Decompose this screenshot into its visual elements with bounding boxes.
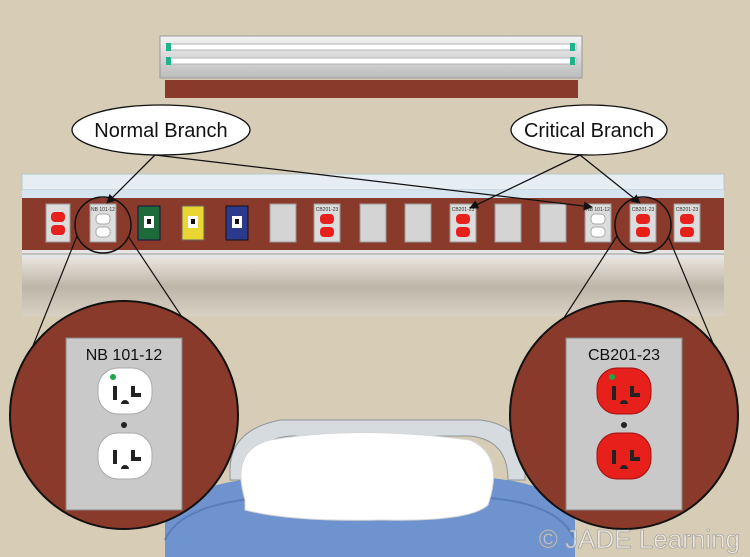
critical-outlet-bottom	[596, 432, 652, 480]
headwall-unit	[21, 173, 725, 316]
normal-zoom-callout: NB 101-12	[9, 300, 239, 530]
small-critical-label-4: CB201-23	[632, 207, 655, 213]
normal-outlet-bottom	[97, 432, 153, 480]
blue-data-jack	[225, 205, 249, 241]
small-critical-receptacle-2: CB201-23	[313, 203, 341, 243]
headwall-devices: NB 101-12 CB201-23	[45, 203, 701, 243]
normal-outlet-top	[97, 367, 153, 415]
pillow	[240, 432, 495, 521]
normal-arrow-left	[106, 154, 156, 204]
small-normal-receptacle-1: NB 101-12	[89, 203, 117, 243]
normal-zoom-label: NB 101-12	[86, 347, 163, 364]
small-critical-label-3: CB201-23	[452, 207, 475, 213]
small-critical-receptacle-5: CB201-23	[673, 203, 701, 243]
normal-branch-callout: Normal Branch	[71, 104, 251, 156]
blank-plate-3	[404, 203, 432, 243]
small-critical-receptacle-1	[45, 203, 71, 243]
critical-highlight-circle	[614, 196, 672, 254]
normal-branch-label: Normal Branch	[94, 120, 227, 142]
blank-plate-4	[494, 203, 522, 243]
critical-arrow-left	[469, 154, 581, 209]
critical-branch-callout: Critical Branch	[510, 104, 668, 156]
critical-zoom-label: CB201-23	[588, 347, 660, 364]
normal-highlight-circle	[74, 196, 132, 254]
hospital-bed	[164, 419, 576, 557]
small-normal-receptacle-2: NB 101-12	[584, 203, 612, 243]
callout-arrows	[106, 154, 641, 211]
critical-outlet-top	[596, 367, 652, 415]
small-critical-label-5: CB201-23	[676, 207, 699, 213]
yellow-data-jack	[181, 205, 205, 241]
small-critical-receptacle-4: CB201-23	[629, 203, 657, 243]
small-normal-label-1: NB 101-12	[91, 207, 115, 213]
blank-plate-5	[539, 203, 567, 243]
critical-arrow-right	[579, 154, 641, 204]
small-critical-label-2: CB201-23	[316, 207, 339, 213]
critical-branch-label: Critical Branch	[524, 120, 654, 142]
green-data-jack	[137, 205, 161, 241]
normal-arrow-right	[154, 154, 593, 211]
blank-plate-2	[359, 203, 387, 243]
critical-zoom-callout: CB201-23	[509, 300, 739, 530]
small-normal-label-2: NB 101-12	[586, 207, 610, 213]
watermark: © JADE Learning	[539, 524, 740, 554]
ceiling-light-fixture	[159, 35, 583, 98]
blank-plate-1	[269, 203, 297, 243]
small-critical-receptacle-3: CB201-23	[449, 203, 477, 243]
